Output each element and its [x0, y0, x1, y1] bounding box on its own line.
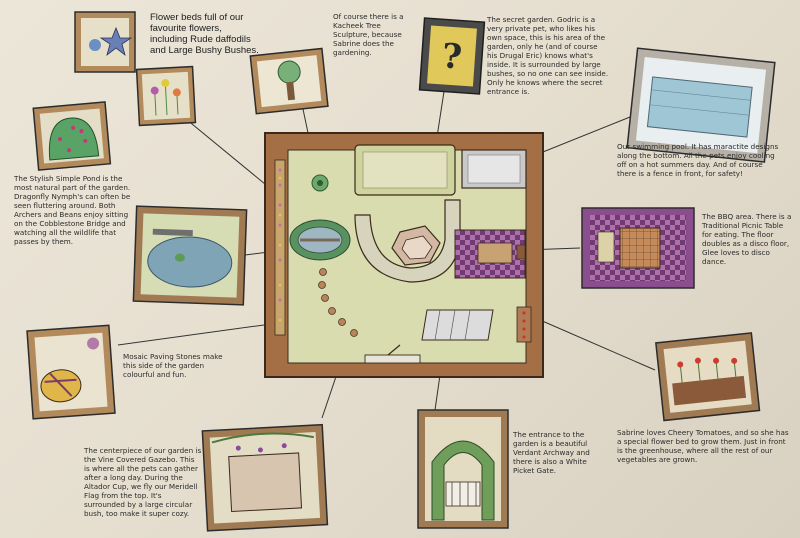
- question-mark-icon: ?: [418, 17, 486, 95]
- swimming-pool-caption: Our swimming pool. It has maractite desi…: [617, 142, 779, 178]
- tomato-bed-icon: [655, 332, 761, 422]
- tree-sculpture-icon: [249, 47, 329, 115]
- bush-icon: [32, 101, 112, 171]
- pond-icon: [132, 205, 248, 306]
- flower-bed-icon: [135, 65, 197, 127]
- swimming-pool-icon: [626, 47, 776, 163]
- flower-bed-icon: [74, 11, 136, 73]
- secret-garden-caption: The secret garden. Godric is a very priv…: [487, 15, 609, 96]
- gazebo-caption: The centerpiece of our garden is the Vin…: [84, 446, 202, 518]
- gazebo-icon: [201, 423, 329, 532]
- flower-beds-caption: Flower beds full of our favourite flower…: [150, 12, 259, 56]
- tree-sculpture-caption: Of course there is a Kacheek Tree Sculpt…: [333, 12, 404, 57]
- archway-icon: [417, 409, 509, 529]
- garden-map: [264, 132, 544, 378]
- mosaic-paving-icon: [26, 324, 116, 420]
- pond-caption: The Stylish Simple Pond is the most natu…: [14, 174, 131, 246]
- tomato-bed-caption: Sabrine loves Cheery Tomatoes, and so sh…: [617, 428, 789, 464]
- entrance-caption: The entrance to the garden is a beautifu…: [513, 430, 590, 475]
- bbq-area-caption: The BBQ area. There is a Traditional Pic…: [702, 212, 792, 266]
- svg-text:?: ?: [441, 36, 464, 77]
- mosaic-paving-caption: Mosaic Paving Stones make this side of t…: [123, 352, 223, 379]
- bbq-area-icon: [581, 207, 695, 289]
